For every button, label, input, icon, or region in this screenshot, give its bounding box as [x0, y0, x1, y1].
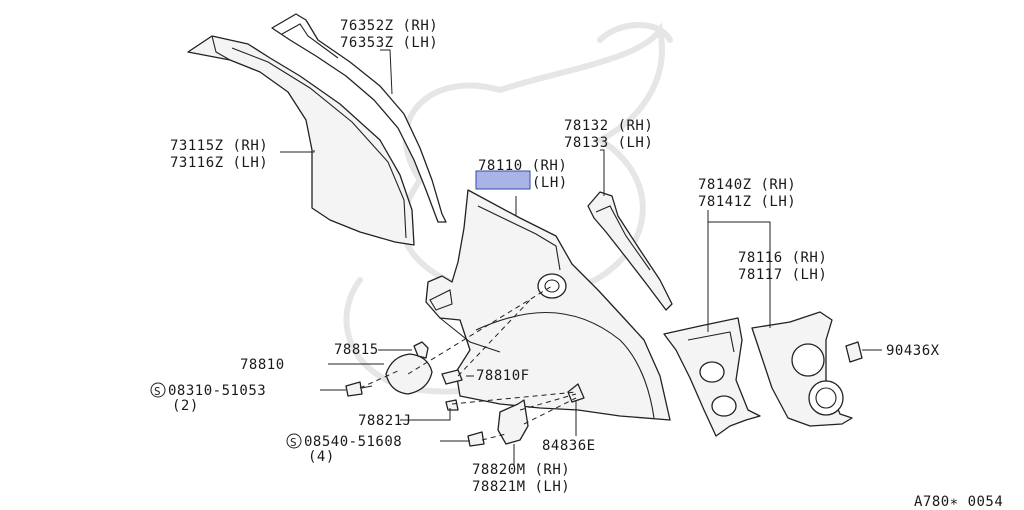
part-08310-screw[interactable] [345, 381, 373, 397]
part-90436x-clip[interactable] [845, 341, 863, 363]
label-78810[interactable]: 78810 [240, 357, 285, 373]
highlight-box [475, 170, 531, 190]
part-78810f-bumper[interactable] [441, 369, 463, 385]
label-78141z[interactable]: 78141Z (LH) [698, 194, 796, 210]
part-78110-inner-panel[interactable] [425, 189, 671, 421]
label-78133[interactable]: 78133 (LH) [564, 135, 653, 151]
part-78821j-clip[interactable] [445, 399, 459, 411]
label-78111[interactable]: (LH) [532, 175, 568, 191]
part-78116-panel[interactable] [751, 311, 853, 427]
label-76352z[interactable]: 76352Z (RH) [340, 18, 438, 34]
label-78821j[interactable]: 78821J [358, 413, 412, 429]
label-78117[interactable]: 78117 (LH) [738, 267, 827, 283]
part-78810-fuel-lid[interactable] [385, 353, 433, 395]
label-76353z[interactable]: 76353Z (LH) [340, 35, 438, 51]
label-78140z[interactable]: 78140Z (RH) [698, 177, 796, 193]
label-73115z[interactable]: 73115Z (RH) [170, 138, 268, 154]
label-73116z[interactable]: 73116Z (LH) [170, 155, 268, 171]
s-symbol-letter-2: S [290, 436, 297, 449]
part-78820m-bracket[interactable] [497, 399, 529, 445]
assembly-guides [359, 285, 577, 441]
part-84836e-clip[interactable] [567, 383, 585, 403]
part-78132-pillar[interactable] [587, 191, 673, 311]
label-78132[interactable]: 78132 (RH) [564, 118, 653, 134]
label-78810f[interactable]: 78810F [476, 368, 530, 384]
label-08540[interactable]: 08540-51608 [304, 434, 402, 450]
part-08540-screw[interactable] [467, 431, 485, 447]
diagram-code: A780∗ 0054 [914, 494, 1003, 510]
part-78815-hinge[interactable] [413, 341, 429, 359]
label-08310-qty: (2) [172, 398, 199, 414]
part-73115z-quarter-panel[interactable] [187, 35, 415, 246]
label-90436x[interactable]: 90436X [886, 343, 940, 359]
label-08310[interactable]: 08310-51053 [168, 383, 266, 399]
s-symbol-letter: S [154, 385, 161, 398]
leader-lines [280, 49, 882, 466]
s-symbol-icon [150, 382, 166, 398]
part-76352z-strip[interactable] [271, 13, 447, 223]
label-78815[interactable]: 78815 [334, 342, 379, 358]
label-78110[interactable]: 78110 (RH) [478, 158, 567, 174]
s-symbol-icon-2 [286, 433, 302, 449]
label-78820m[interactable]: 78820M (RH) [472, 462, 570, 478]
label-78116[interactable]: 78116 (RH) [738, 250, 827, 266]
label-84836e[interactable]: 84836E [542, 438, 596, 454]
label-08540-qty: (4) [308, 449, 335, 465]
part-78140z-panel[interactable] [663, 317, 761, 437]
label-78821m[interactable]: 78821M (LH) [472, 479, 570, 495]
